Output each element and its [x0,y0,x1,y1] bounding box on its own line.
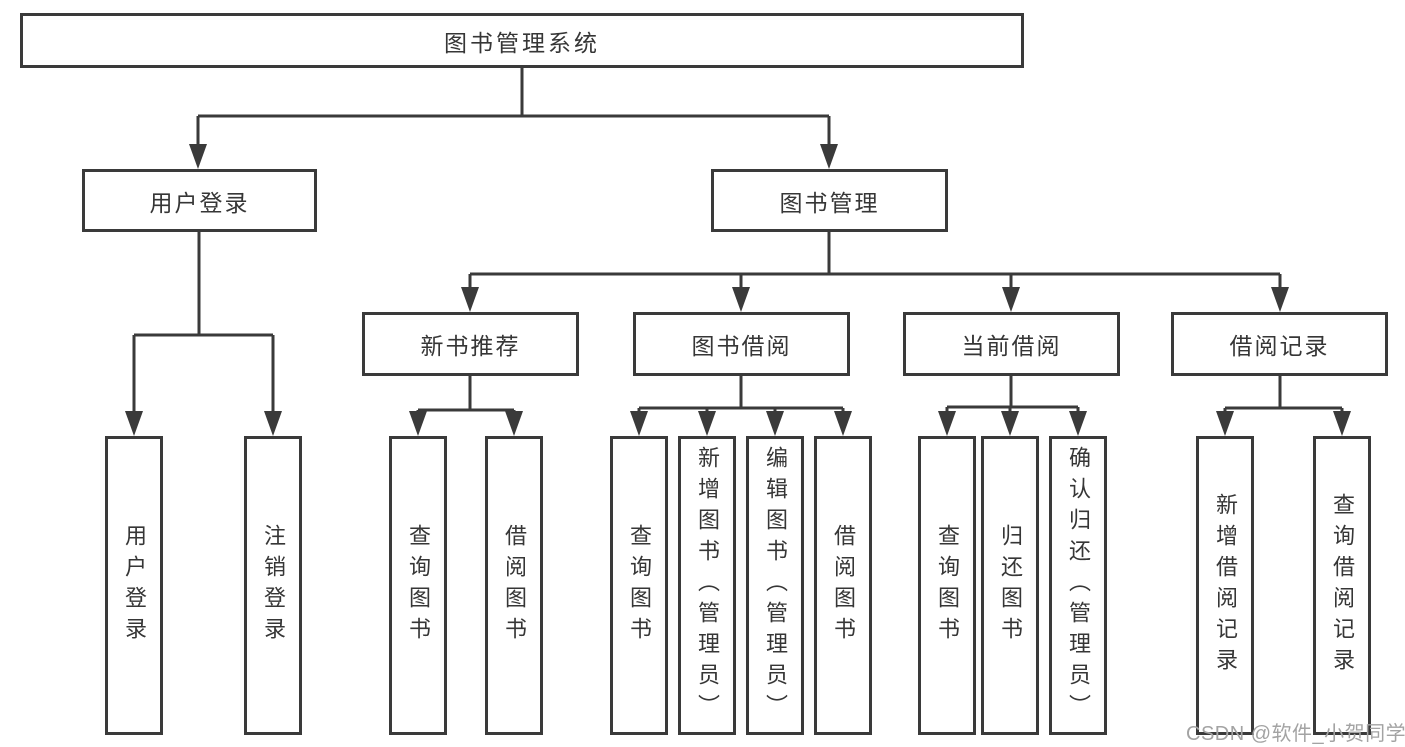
node-user-login: 用户登录 [82,169,317,232]
arrowhead-icons [125,144,1351,436]
leaf-records-query-record: 查询借阅记录 [1313,436,1371,735]
leaf-user-login: 用户登录 [105,436,163,735]
leaf-recommend-borrow-books-label: 借阅图书 [502,523,527,648]
node-current-borrow: 当前借阅 [903,312,1120,376]
leaf-current-confirm-return-admin: 确认归还（管理员） [1049,436,1107,735]
node-book-borrow: 图书借阅 [633,312,850,376]
node-borrow-records-label: 借阅记录 [1229,333,1330,359]
leaf-records-query-record-label: 查询借阅记录 [1330,492,1355,679]
leaf-recommend-query-books-label: 查询图书 [406,523,431,648]
leaf-borrow-query-books: 查询图书 [610,436,668,735]
leaf-borrow-edit-books-admin-label: 编辑图书（管理员） [763,446,788,725]
leaf-records-add-record: 新增借阅记录 [1196,436,1254,735]
leaf-logout: 注销登录 [244,436,302,735]
leaf-borrow-add-books-admin-label: 新增图书（管理员） [695,446,720,725]
leaf-borrow-add-books-admin: 新增图书（管理员） [678,436,736,735]
node-book-management: 图书管理 [711,169,948,232]
leaf-user-login-label: 用户登录 [122,523,147,648]
leaf-current-confirm-return-admin-label: 确认归还（管理员） [1066,446,1091,725]
leaf-borrow-query-books-label: 查询图书 [627,523,652,648]
csdn-watermark: CSDN @软件_小贺同学 [1186,723,1405,745]
leaf-borrow-borrow-books: 借阅图书 [814,436,872,735]
node-book-borrow-label: 图书借阅 [691,333,792,359]
node-new-book-recommend-label: 新书推荐 [420,333,521,359]
leaf-current-return-books-label: 归还图书 [998,523,1023,648]
node-root-system: 图书管理系统 [20,13,1024,68]
leaf-logout-label: 注销登录 [261,523,286,648]
leaf-borrow-edit-books-admin: 编辑图书（管理员） [746,436,804,735]
node-borrow-records: 借阅记录 [1171,312,1388,376]
leaf-recommend-borrow-books: 借阅图书 [485,436,543,735]
node-root-label: 图书管理系统 [444,29,600,56]
node-user-login-label: 用户登录 [149,189,250,216]
leaf-current-query-books-label: 查询图书 [935,523,960,648]
node-current-borrow-label: 当前借阅 [961,333,1062,359]
leaf-current-return-books: 归还图书 [981,436,1039,735]
node-book-management-label: 图书管理 [779,189,880,216]
leaf-records-add-record-label: 新增借阅记录 [1213,492,1238,679]
leaf-recommend-query-books: 查询图书 [389,436,447,735]
leaf-borrow-borrow-books-label: 借阅图书 [831,523,856,648]
leaf-current-query-books: 查询图书 [918,436,976,735]
node-new-book-recommend: 新书推荐 [362,312,579,376]
